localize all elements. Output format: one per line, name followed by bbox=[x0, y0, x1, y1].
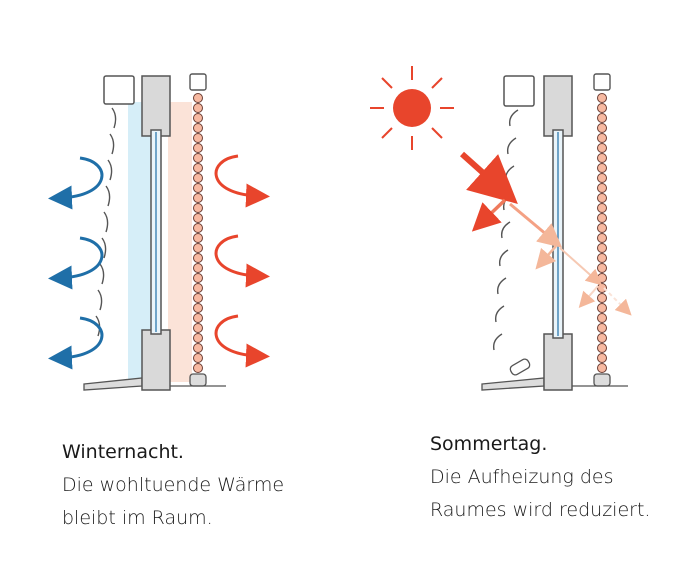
winter-scene bbox=[14, 73, 270, 391]
shutter-box-summer bbox=[503, 75, 535, 107]
summer-text-line1: Die Aufheizung des bbox=[430, 466, 614, 488]
window-frame bbox=[141, 75, 171, 137]
warm-air-zone bbox=[168, 102, 192, 382]
sill-outer bbox=[83, 377, 143, 391]
curtain-weight bbox=[189, 373, 207, 387]
sun-icon bbox=[370, 66, 454, 150]
summer-caption: Sommertag. Die Aufheizung des Raumes wir… bbox=[430, 428, 650, 527]
inner-roller-box bbox=[189, 73, 207, 91]
summer-scene bbox=[370, 66, 632, 391]
curtain-weight-summer bbox=[593, 373, 611, 387]
window-frame-bottom bbox=[141, 329, 171, 391]
sun-ray-arrows bbox=[459, 151, 632, 316]
cold-arrows bbox=[48, 156, 104, 370]
summer-text-line2: Raumes wird reduziert. bbox=[430, 499, 651, 521]
diagram bbox=[14, 66, 632, 391]
beaded-curtain bbox=[193, 93, 203, 373]
winter-text-line1: Die wohltuende Wärme bbox=[62, 474, 285, 496]
sill-outer-summer bbox=[481, 377, 545, 391]
window-frame-summer bbox=[543, 75, 573, 137]
winter-title: Winternacht. bbox=[62, 441, 184, 463]
louvres bbox=[95, 107, 117, 337]
winter-text-line2: bleibt im Raum. bbox=[62, 507, 213, 529]
inner-roller-box-summer bbox=[593, 73, 611, 91]
window-frame-bottom-summer bbox=[543, 333, 573, 391]
heat-arrows bbox=[214, 154, 270, 368]
winter-caption: Winternacht. Die wohltuende Wärme bleibt… bbox=[62, 436, 284, 535]
summer-title: Sommertag. bbox=[430, 433, 548, 455]
shutter-box bbox=[103, 75, 135, 105]
beaded-curtain-summer bbox=[597, 93, 607, 373]
louvres-summer bbox=[492, 109, 519, 351]
moon-icon bbox=[14, 84, 44, 144]
